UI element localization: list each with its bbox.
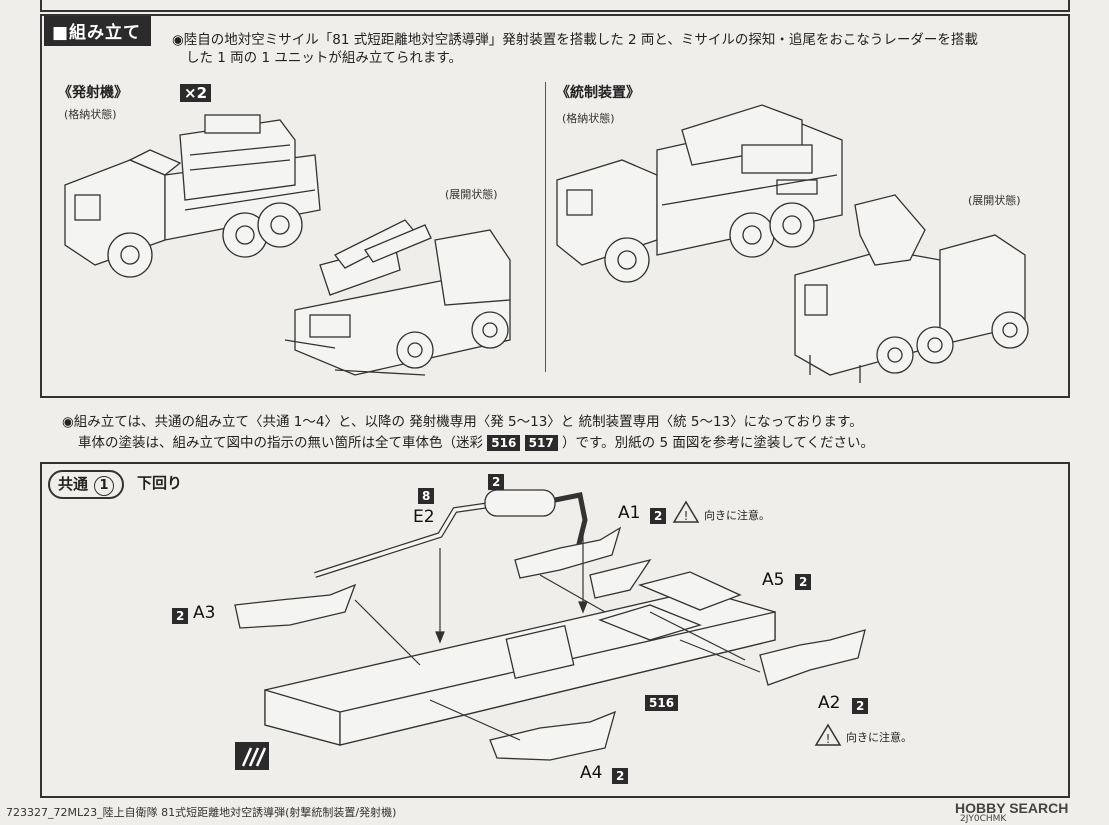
a1-color-badge: 2 <box>650 505 667 524</box>
control-stowed-label: (格納状態) <box>562 112 615 125</box>
a3-label: A3 <box>193 603 216 623</box>
launcher-stowed-truck-illustration <box>64 114 321 278</box>
a4-color-badge: 2 <box>612 765 629 784</box>
footer-code: 2JY0CHMK <box>960 814 1007 824</box>
control-deployed-label: (展開状態) <box>968 194 1021 207</box>
a2-color: 2 <box>852 698 869 714</box>
a4-label: A4 <box>580 763 603 783</box>
e2-color-badge: 8 <box>418 485 435 504</box>
vertical-divider <box>545 82 546 372</box>
a3-color-badge: 2 <box>172 605 189 624</box>
a2-label: A2 <box>818 693 841 713</box>
assembly-frame <box>40 14 1070 398</box>
footer-brand: HOBBY SEARCH <box>955 800 1068 816</box>
svg-text:!: ! <box>826 732 831 746</box>
intro-line-1: ◉陸自の地対空ミサイル「81 式短距離地対空誘導弾」発射装置を搭載した 2 両と… <box>172 32 978 48</box>
launcher-title: 《発射機》 <box>58 85 128 101</box>
step-pill-num: 1 <box>94 476 115 496</box>
brand-mark-icon <box>235 742 269 770</box>
e2-label: E2 <box>413 507 435 527</box>
a2-color-badge: 2 <box>852 695 869 714</box>
section-title: ■組み立て <box>44 16 152 46</box>
step-frame <box>40 462 1070 798</box>
control-stowed-truck-illustration <box>556 104 843 283</box>
notes-line-2: 車体の塗装は、組み立て図中の指示の無い箇所は全て車体色（迷彩 516 517 ）… <box>78 433 874 453</box>
intro-line-2: した 1 両の 1 ユニットが組み立てられます。 <box>186 50 462 66</box>
footer-left: 723327_72ML23_陸上自衛隊 81式短距離地対空誘導弾(射撃統制装置/… <box>6 806 397 819</box>
notes-line-1: ◉組み立ては、共通の組み立て〈共通 1〜4〉と、以降の 発射機専用〈発 5〜13… <box>62 414 863 430</box>
top-frame <box>40 0 1070 12</box>
launcher-qty: ×2 <box>184 84 208 102</box>
notes-line-2-post: ）です。別紙の 5 面図を参考に塗装してください。 <box>562 435 875 451</box>
notes-line-2-pre: 車体の塗装は、組み立て図中の指示の無い箇所は全て車体色（迷彩 <box>78 435 483 451</box>
a5-color: 2 <box>795 574 812 590</box>
launcher-deployed-truck-illustration <box>284 219 511 376</box>
chassis-color-badge: 516 <box>645 692 679 711</box>
step-pill-text: 共通 <box>58 475 89 493</box>
footer-brand-text: HOBBY SEARCH <box>955 800 1069 816</box>
launcher-deployed-label: (展開状態) <box>445 188 498 201</box>
a5-color-badge: 2 <box>795 571 812 590</box>
a3-color: 2 <box>172 608 189 624</box>
step-pill: 共通 1 <box>48 470 125 499</box>
a1-label: A1 <box>618 503 641 523</box>
muffler-color-badge: 2 <box>488 471 505 490</box>
launcher-qty-badge: ×2 <box>180 84 212 102</box>
a1-note: 向きに注意。 <box>704 509 770 522</box>
paint-badge-517: 517 <box>524 435 558 451</box>
paint-badge-516: 516 <box>487 435 521 451</box>
a1-color: 2 <box>650 508 667 524</box>
a2-note: 向きに注意。 <box>846 731 912 744</box>
e2-color: 8 <box>418 488 435 504</box>
control-title: 《統制装置》 <box>556 85 640 101</box>
a5-label: A5 <box>762 570 785 590</box>
launcher-stowed-label: (格納状態) <box>64 108 117 121</box>
control-deployed-truck-illustration <box>794 194 1029 383</box>
chassis-color: 516 <box>645 695 679 711</box>
a4-color: 2 <box>612 768 629 784</box>
step-title: 下回り <box>137 474 183 492</box>
svg-text:!: ! <box>684 509 689 523</box>
muffler-color: 2 <box>488 474 505 490</box>
